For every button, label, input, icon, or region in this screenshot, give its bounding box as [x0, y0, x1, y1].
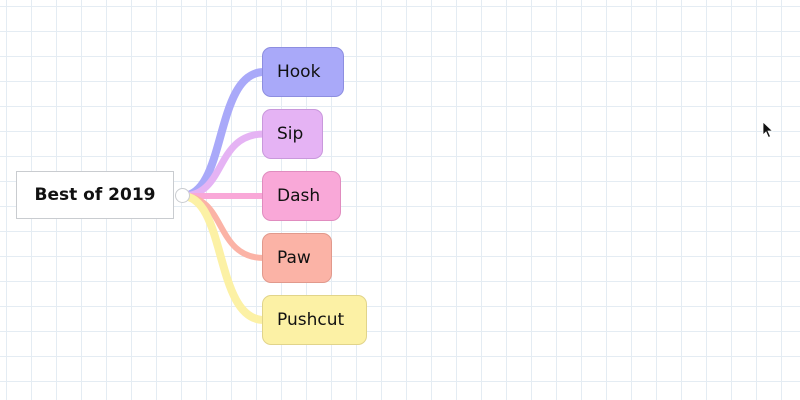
child-node-dash[interactable]: Dash	[262, 171, 341, 221]
branch-sip	[178, 130, 268, 200]
child-node-label: Sip	[277, 124, 304, 144]
branch-paw	[179, 193, 267, 261]
child-node-label: Hook	[277, 62, 321, 82]
child-node-label: Dash	[277, 186, 321, 206]
root-node[interactable]: Best of 2019	[16, 171, 174, 219]
child-node-paw[interactable]: Paw	[262, 233, 332, 283]
child-node-label: Pushcut	[277, 310, 345, 330]
root-connector-handle[interactable]	[175, 188, 190, 203]
child-node-hook[interactable]: Hook	[262, 47, 344, 97]
child-node-label: Paw	[277, 248, 311, 268]
root-node-label: Best of 2019	[34, 185, 156, 205]
child-node-pushcut[interactable]: Pushcut	[262, 295, 367, 345]
branch-pushcut	[178, 192, 268, 324]
child-node-sip[interactable]: Sip	[262, 109, 323, 159]
mouse-pointer-icon	[762, 121, 774, 139]
